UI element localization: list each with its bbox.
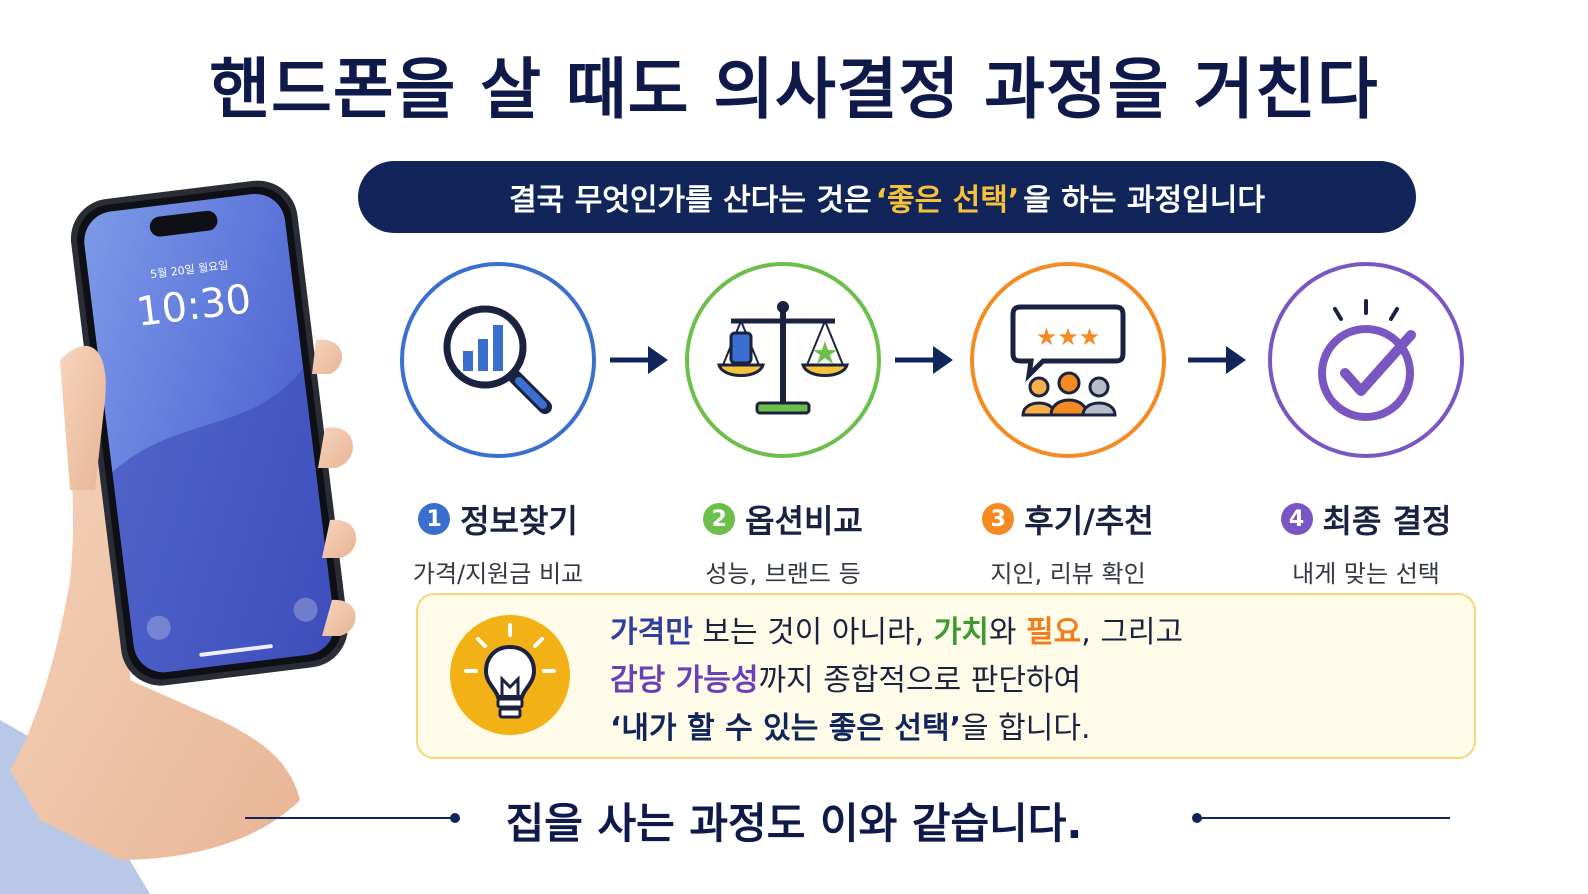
- tip-text-segment: 보는 것이 아니라,: [692, 615, 934, 650]
- step-subtitle: 내게 맞는 선택: [1292, 560, 1440, 588]
- step-number-badge: 1: [418, 503, 451, 535]
- arrow-right-icon: [1188, 346, 1246, 374]
- lightbulb-icon: [450, 615, 570, 735]
- step-subtitle: 성능, 브랜드 등: [705, 560, 861, 588]
- banner-text-after: 을 하는 과정입니다: [1023, 183, 1265, 218]
- tip-box: 가격만 보는 것이 아니라, 가치와 필요, 그리고 감당 가능성까지 종합적으…: [416, 593, 1476, 759]
- check-circle-icon: [1318, 299, 1416, 421]
- step-1-circle: [400, 262, 596, 458]
- tip-text-segment: , 그리고: [1081, 615, 1184, 650]
- step-title: 정보찾기: [460, 502, 578, 540]
- hand-holding-phone-illustration: 5월 20일 월요일 10:30: [0, 160, 400, 894]
- step-1-info-search: 1 정보찾기 가격/지원금 비교: [378, 262, 618, 589]
- tip-keyword-need: 필요: [1026, 615, 1082, 650]
- step-number-badge: 2: [703, 503, 736, 535]
- tip-text-segment: 와: [988, 615, 1027, 650]
- arrow-right-icon: [895, 346, 953, 374]
- step-subtitle: 가격/지원금 비교: [412, 560, 584, 588]
- step-2-option-compare: 2 옵션비교 성능, 브랜드 등: [663, 262, 903, 589]
- footer-line-left: [245, 817, 455, 819]
- tip-text-segment: 까지 종합적으로 판단하여: [758, 663, 1082, 698]
- tip-text-segment: 을 합니다.: [961, 711, 1091, 746]
- magnifier-chart-icon: [443, 305, 552, 414]
- subtitle-banner: 결국 무엇인가를 산다는 것은 ‘좋은 선택’ 을 하는 과정입니다: [358, 161, 1416, 233]
- footer-text: 집을 사는 과정도 이와 같습니다.: [505, 799, 1083, 848]
- footer-line-right: [1198, 817, 1450, 819]
- step-title: 옵션비교: [745, 502, 863, 540]
- step-title: 최종 결정: [1322, 502, 1452, 540]
- review-people-icon: ★★★: [1010, 304, 1126, 417]
- svg-text:★★★: ★★★: [1036, 323, 1101, 351]
- tip-keyword-value: 가치: [933, 615, 989, 650]
- tip-line-1: 가격만 보는 것이 아니라, 가치와 필요, 그리고: [610, 609, 1183, 657]
- step-4-final-decision: 4 최종 결정 내게 맞는 선택: [1246, 262, 1486, 589]
- step-4-circle: [1268, 262, 1464, 458]
- step-number-badge: 3: [982, 503, 1015, 535]
- tip-keyword-good-choice: ‘내가 할 수 있는 좋은 선택’: [610, 711, 962, 746]
- step-subtitle: 지인, 리뷰 확인: [990, 560, 1146, 588]
- tip-line-2: 감당 가능성까지 종합적으로 판단하여: [610, 657, 1183, 705]
- footer-dot-left: [450, 813, 460, 823]
- tip-text: 가격만 보는 것이 아니라, 가치와 필요, 그리고 감당 가능성까지 종합적으…: [610, 609, 1183, 753]
- step-2-circle: [685, 262, 881, 458]
- tip-line-3: ‘내가 할 수 있는 좋은 선택’을 합니다.: [610, 705, 1183, 753]
- page-title: 핸드폰을 살 때도 의사결정 과정을 거친다: [209, 51, 1379, 128]
- step-number-badge: 4: [1280, 503, 1313, 535]
- banner-highlight: ‘좋은 선택’: [875, 183, 1020, 218]
- tip-keyword-affordability: 감당 가능성: [610, 663, 759, 698]
- step-3-circle: ★★★: [970, 262, 1166, 458]
- balance-scale-icon: [717, 301, 849, 415]
- banner-text-before: 결국 무엇인가를 산다는 것은: [509, 183, 872, 218]
- tip-keyword-price: 가격만: [610, 615, 693, 650]
- step-3-review-recommend: ★★★ 3 후기/추천 지인, 리뷰 확인: [948, 262, 1188, 589]
- footer-dot-right: [1192, 813, 1202, 823]
- step-title: 후기/추천: [1024, 502, 1154, 540]
- arrow-right-icon: [610, 346, 668, 374]
